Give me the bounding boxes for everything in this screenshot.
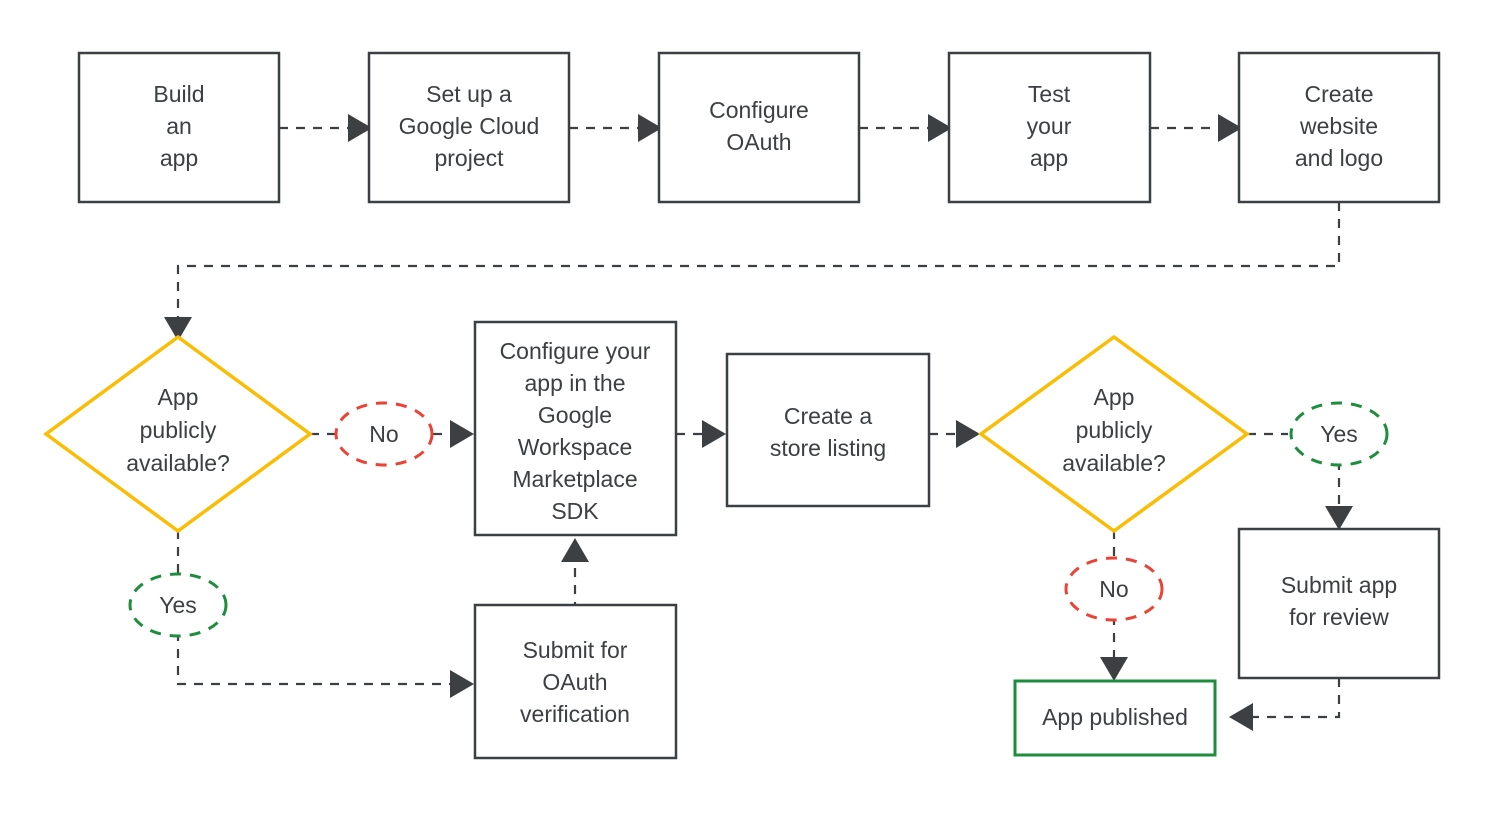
node-test-app[interactable]: Test your app	[947, 51, 1152, 204]
edge-label-yes-1-text: Yes	[159, 592, 197, 618]
node-decision-app-public-1[interactable]: App publicly available?	[43, 334, 313, 534]
node-submit-review[interactable]: Submit app for review	[1237, 527, 1441, 680]
edge-website-to-decision1	[164, 202, 1341, 341]
node-store-listing[interactable]: Create a store listing	[725, 352, 931, 508]
node-configure-oauth-line2: OAuth	[726, 129, 791, 155]
node-store-listing-line1: Create a	[784, 403, 872, 429]
node-configure-oauth[interactable]: Configure OAuth	[657, 51, 861, 204]
node-submit-review-line1: Submit app	[1281, 572, 1397, 598]
node-decision2-line2: publicly	[1076, 417, 1153, 443]
node-submit-oauth-line2: OAuth	[542, 669, 607, 695]
node-create-website-logo-line1: Create	[1304, 81, 1373, 107]
node-configure-sdk-line3: Google	[538, 402, 612, 428]
edge-label-no-2: No	[1064, 556, 1164, 622]
edge-gcp-to-oauth	[569, 114, 662, 142]
node-decision1-line1: App	[158, 384, 199, 410]
node-gcp-project-line2: Google Cloud	[399, 113, 540, 139]
node-decision2-line1: App	[1094, 384, 1135, 410]
node-gcp-project-line1: Set up a	[426, 81, 512, 107]
node-configure-sdk-line4: Workspace	[518, 434, 633, 460]
edge-no2-to-app-published	[1100, 616, 1128, 681]
edge-label-no-2-text: No	[1099, 576, 1128, 602]
edge-yes-to-submit-oauth	[176, 632, 474, 698]
edge-submit-oauth-to-sdk	[561, 538, 589, 628]
edge-no-to-sdk	[433, 420, 474, 448]
node-app-published-label: App published	[1042, 704, 1188, 730]
edge-label-yes-1: Yes	[128, 572, 228, 638]
node-build-app-line2: an	[166, 113, 192, 139]
edge-label-no-1: No	[334, 401, 434, 467]
node-app-published[interactable]: App published	[1013, 679, 1217, 757]
node-build-app-line3: app	[160, 145, 198, 171]
edge-sdk-to-store-listing	[676, 420, 726, 448]
edge-submit-review-to-app-published	[1229, 678, 1341, 731]
edge-test-to-website	[1150, 114, 1242, 142]
node-test-app-line1: Test	[1028, 81, 1071, 107]
node-configure-sdk-line1: Configure your	[500, 338, 651, 364]
node-test-app-line2: your	[1027, 113, 1072, 139]
node-submit-review-line2: for review	[1289, 604, 1389, 630]
node-create-website-logo[interactable]: Create website and logo	[1237, 51, 1441, 204]
node-configure-sdk[interactable]: Configure your app in the Google Workspa…	[473, 320, 678, 537]
edge-store-listing-to-decision2	[929, 420, 980, 448]
edge-label-yes-2-text: Yes	[1320, 421, 1358, 447]
node-submit-oauth[interactable]: Submit for OAuth verification	[473, 603, 678, 760]
node-build-app-line1: Build	[153, 81, 204, 107]
node-store-listing-line2: store listing	[770, 435, 886, 461]
edge-build-to-gcp	[279, 114, 372, 142]
edge-yes2-to-submit-review	[1325, 461, 1353, 530]
edge-oauth-to-test	[859, 114, 952, 142]
edge-label-yes-2: Yes	[1289, 401, 1389, 467]
node-build-app[interactable]: Build an app	[77, 51, 281, 204]
node-decision1-line2: publicly	[140, 417, 217, 443]
node-configure-sdk-line6: SDK	[551, 498, 599, 524]
edge-label-no-1-text: No	[369, 421, 398, 447]
node-gcp-project[interactable]: Set up a Google Cloud project	[367, 51, 571, 204]
node-test-app-line3: app	[1030, 145, 1068, 171]
node-configure-oauth-line1: Configure	[709, 97, 809, 123]
node-configure-sdk-line2: app in the	[524, 370, 625, 396]
node-decision2-line3: available?	[1062, 450, 1166, 476]
node-gcp-project-line3: project	[434, 145, 504, 171]
node-decision-app-public-2[interactable]: App publicly available?	[978, 334, 1250, 534]
node-create-website-logo-line3: and logo	[1295, 145, 1383, 171]
node-configure-sdk-line5: Marketplace	[512, 466, 637, 492]
node-submit-oauth-line1: Submit for	[523, 637, 628, 663]
node-create-website-logo-line2: website	[1299, 113, 1378, 139]
node-submit-oauth-line3: verification	[520, 701, 630, 727]
node-decision1-line3: available?	[126, 450, 230, 476]
